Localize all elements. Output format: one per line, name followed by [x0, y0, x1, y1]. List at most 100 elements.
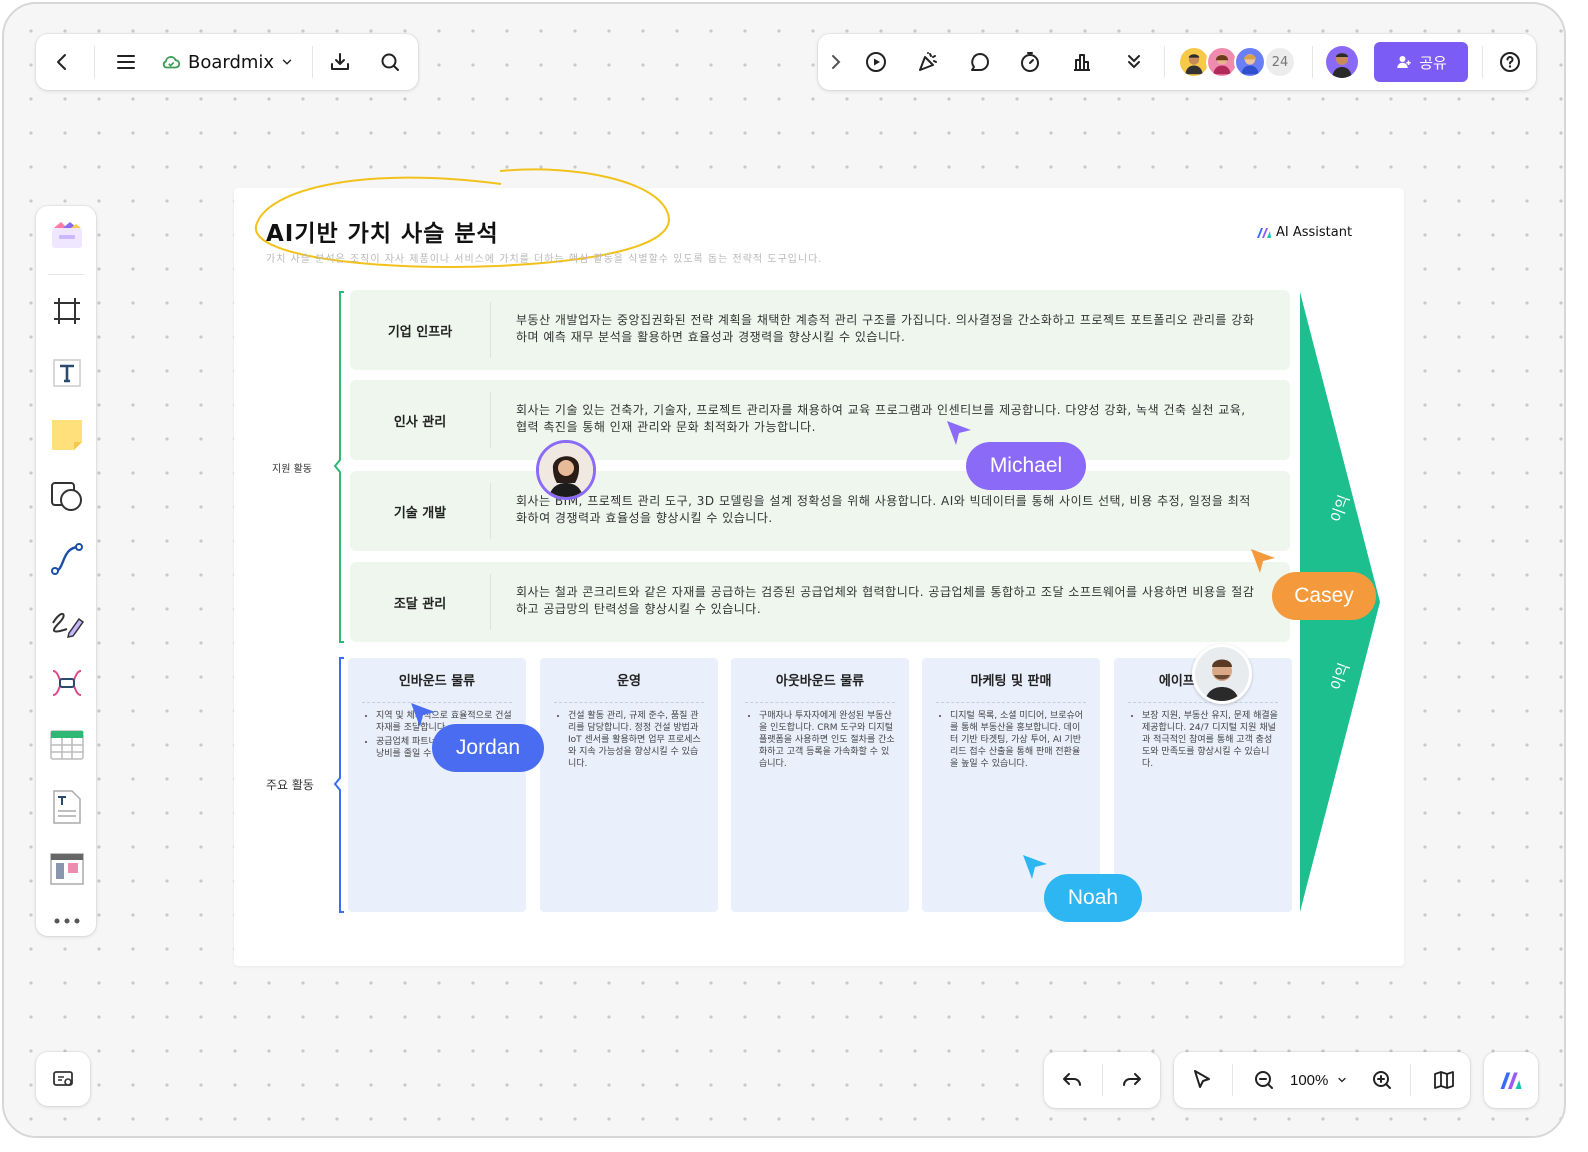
- cursor-pointer-icon: [1023, 855, 1047, 879]
- bullet: 건설 활동 관리, 규제 준수, 품질 관리를 담당합니다. 정정 건설 방법과…: [568, 710, 704, 770]
- chevron-right-icon[interactable]: [822, 48, 850, 76]
- canvas[interactable]: Boardmix: [2, 2, 1566, 1138]
- zoom-out-icon[interactable]: [1250, 1066, 1278, 1094]
- bullet: 디지털 목록, 소셜 미디어, 브로슈어를 통해 부동산을 홍보합니다. 데이터…: [950, 710, 1086, 770]
- row-title: 조달 관리: [393, 596, 447, 612]
- hamburger-icon[interactable]: [112, 48, 140, 76]
- divider: [490, 574, 491, 630]
- bullet: 지역 및 체계적으로 효율적으로 건설 자재를 조달합니다.: [376, 710, 512, 734]
- zoom-level: 100%: [1290, 1071, 1329, 1089]
- share-button[interactable]: 공유: [1374, 42, 1468, 82]
- column-text: 디지털 목록, 소셜 미디어, 브로슈어를 통해 부동산을 홍보합니다. 데이터…: [934, 710, 1086, 772]
- column-text: 구매자나 투자자에게 완성된 부동산을 인도합니다. CRM 도구와 디지털 플…: [743, 710, 895, 772]
- divider: [745, 702, 895, 703]
- support-row[interactable]: 기업 인프라 부동산 개발업자는 중앙집권화된 전략 계획을 채택한 계층적 관…: [350, 290, 1290, 370]
- more-icon[interactable]: [46, 900, 88, 942]
- divider: [1102, 1064, 1103, 1096]
- support-row[interactable]: 기술 개발 회사는 BIM, 프로젝트 관리 도구, 3D 모델링을 설계 정확…: [350, 471, 1290, 551]
- row-text: 회사는 BIM, 프로젝트 관리 도구, 3D 모델링을 설계 정확성을 위해 …: [516, 494, 1251, 525]
- view-panel: 100%: [1174, 1052, 1470, 1108]
- row-text: 회사는 기술 있는 건축가, 기술자, 프로젝트 관리자를 채용하여 교육 프로…: [516, 403, 1246, 434]
- table-icon[interactable]: [46, 724, 88, 766]
- divider: [48, 274, 84, 275]
- timer-icon[interactable]: [1016, 48, 1044, 76]
- ai-logo-panel: [1484, 1052, 1538, 1108]
- chevron-down-icon: [282, 59, 292, 65]
- mindmap-icon[interactable]: [46, 662, 88, 704]
- divider: [312, 46, 313, 78]
- redo-icon[interactable]: [1118, 1066, 1146, 1094]
- cursor-pointer-icon: [1251, 549, 1275, 573]
- primary-column[interactable]: 에이프터 서비스 보장 지원, 부동산 유지, 문제 해결을 제공합니다. 24…: [1114, 658, 1292, 912]
- left-toolbar: [36, 206, 96, 936]
- divider: [362, 702, 512, 703]
- user-avatar[interactable]: [1326, 46, 1358, 78]
- collaborator-avatar[interactable]: [536, 440, 596, 500]
- cursor-pointer-icon: [411, 703, 435, 727]
- connector-icon[interactable]: [46, 538, 88, 580]
- minimap-icon[interactable]: [1430, 1066, 1458, 1094]
- primary-column[interactable]: 운영 건설 활동 관리, 규제 준수, 품질 관리를 담당합니다. 정정 건설 …: [540, 658, 718, 912]
- undo-icon[interactable]: [1058, 1066, 1086, 1094]
- boardmix-logo-icon[interactable]: [1495, 1064, 1527, 1096]
- support-row[interactable]: 인사 관리 회사는 기술 있는 건축가, 기술자, 프로젝트 관리자를 채용하여…: [350, 380, 1290, 460]
- double-chevron-down-icon[interactable]: [1120, 48, 1148, 76]
- divider: [1482, 46, 1483, 78]
- avatar: [1178, 46, 1210, 78]
- pointer-icon[interactable]: [1188, 1066, 1216, 1094]
- text-icon[interactable]: [46, 352, 88, 394]
- vote-icon[interactable]: [1068, 48, 1096, 76]
- ai-assistant-label: AI Assistant: [1276, 225, 1353, 240]
- top-left-toolbar: Boardmix: [36, 34, 418, 90]
- collaborator-count: 24: [1264, 46, 1296, 78]
- primary-activities-label: 주요 활동: [266, 778, 314, 792]
- party-icon[interactable]: [914, 48, 942, 76]
- cursor-pointer-icon: [947, 421, 971, 445]
- column-text: 보장 지원, 부동산 유지, 문제 해결을 제공합니다. 24/7 디지털 지원…: [1126, 710, 1278, 772]
- column-text: 건설 활동 관리, 규제 준수, 품질 관리를 담당합니다. 정정 건설 방법과…: [552, 710, 704, 772]
- primary-column[interactable]: 인바운드 물류 지역 및 체계적으로 효율적으로 건설 자재를 조달합니다. 공…: [348, 658, 526, 912]
- comment-icon[interactable]: [966, 48, 994, 76]
- divider: [490, 302, 491, 358]
- sticky-note-icon[interactable]: [46, 414, 88, 456]
- divider: [1312, 46, 1313, 78]
- row-text: 회사는 철과 콘크리트와 같은 자재를 공급하는 검증된 공급업체와 협력합니다…: [516, 585, 1255, 616]
- divider: [490, 392, 491, 448]
- value-chain-board[interactable]: AI기반 가치 사슬 분석 가치 사슬 분석은 조직이 자사 제품이나 서비스에…: [234, 168, 1404, 966]
- add-user-icon: [1397, 56, 1411, 68]
- shape-icon[interactable]: [46, 476, 88, 518]
- workspace-switcher[interactable]: Boardmix: [160, 48, 294, 76]
- collaborator-avatars[interactable]: 24: [1178, 46, 1300, 78]
- divider: [94, 46, 95, 78]
- bullet: 구매자나 투자자에게 완성된 부동산을 인도합니다. CRM 도구와 디지털 플…: [759, 710, 895, 770]
- column-title: 아웃바운드 물류: [775, 674, 865, 689]
- play-icon[interactable]: [862, 48, 890, 76]
- presenter-icon[interactable]: [49, 1065, 77, 1093]
- row-title: 기술 개발: [393, 505, 447, 521]
- document-icon[interactable]: [46, 786, 88, 828]
- column-title: 운영: [617, 674, 641, 689]
- zoom-in-icon[interactable]: [1368, 1066, 1396, 1094]
- help-icon[interactable]: [1496, 48, 1524, 76]
- divider: [936, 702, 1086, 703]
- zoom-select[interactable]: 100%: [1290, 1066, 1348, 1094]
- pen-icon[interactable]: [46, 600, 88, 642]
- frame-icon[interactable]: [46, 290, 88, 332]
- avatar: [1206, 46, 1238, 78]
- avatar: [1234, 46, 1266, 78]
- primary-column[interactable]: 마케팅 및 판매 디지털 목록, 소셜 미디어, 브로슈어를 통해 부동산을 홍…: [922, 658, 1100, 912]
- bullet: 보장 지원, 부동산 유지, 문제 해결을 제공합니다. 24/7 디지털 지원…: [1142, 710, 1278, 770]
- search-icon[interactable]: [376, 48, 404, 76]
- template-icon[interactable]: [46, 216, 88, 258]
- download-icon[interactable]: [326, 48, 354, 76]
- collaborator-avatar[interactable]: [1192, 644, 1252, 704]
- page-subtitle: 가치 사슬 분석은 조직이 자사 제품이나 서비스에 가치를 더하는 핵심 활동…: [266, 254, 823, 265]
- page-title: AI기반 가치 사슬 분석: [266, 221, 499, 247]
- row-title: 기업 인프라: [387, 324, 453, 340]
- ai-assistant-badge[interactable]: AI Assistant: [1256, 225, 1352, 240]
- primary-column[interactable]: 아웃바운드 물류 구매자나 투자자에게 완성된 부동산을 인도합니다. CRM …: [731, 658, 909, 912]
- kanban-icon[interactable]: [46, 848, 88, 890]
- column-title: 인바운드 물류: [398, 674, 476, 689]
- chevron-left-icon[interactable]: [48, 48, 76, 76]
- support-row[interactable]: 조달 관리 회사는 철과 콘크리트와 같은 자재를 공급하는 검증된 공급업체와…: [350, 562, 1290, 642]
